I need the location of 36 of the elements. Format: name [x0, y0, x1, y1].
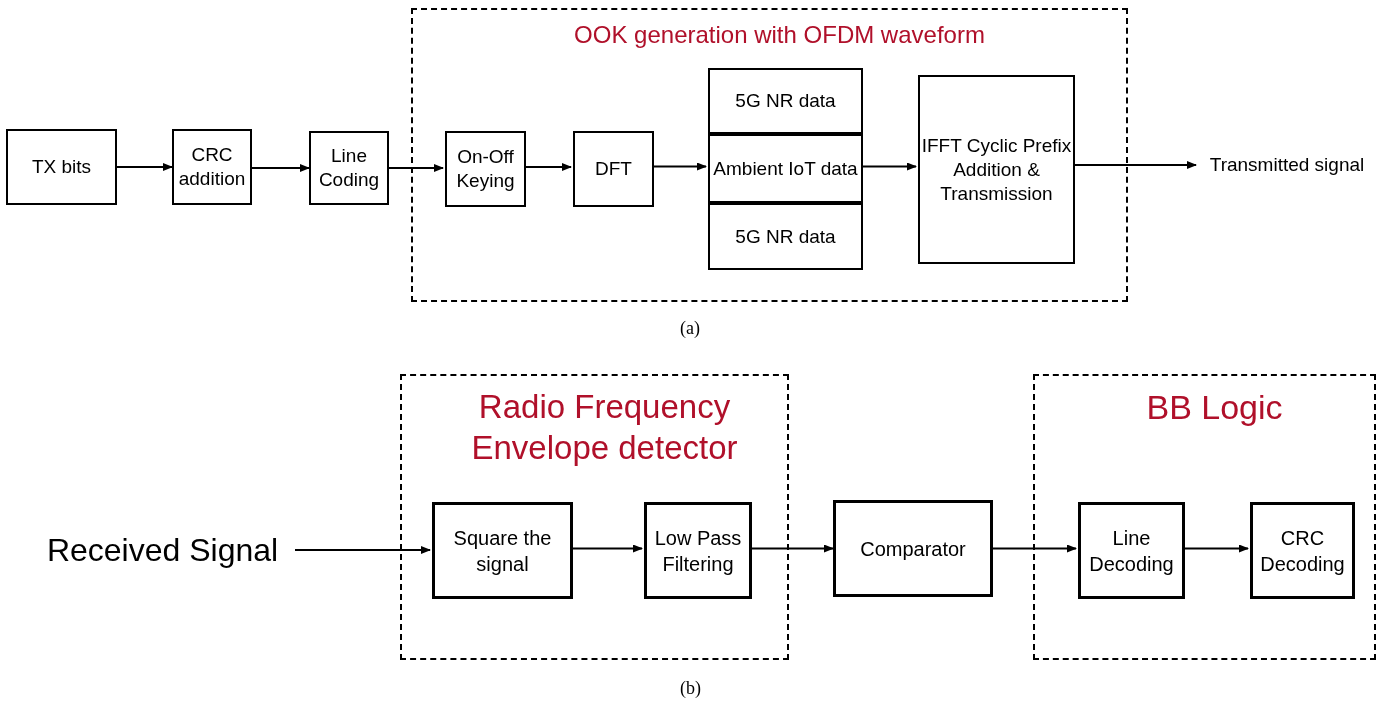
arrow [749, 544, 834, 553]
arrow [992, 544, 1077, 553]
dashed-group-frame [411, 8, 1128, 302]
dashed-group-frame [400, 374, 789, 660]
arrow [1182, 544, 1249, 553]
process-box: Comparator [833, 500, 993, 597]
arrow [523, 163, 572, 171]
subfigure-caption: (b) [680, 678, 701, 699]
group-heading: BB Logic [1145, 387, 1284, 428]
arrow [1072, 161, 1197, 169]
arrow [570, 544, 643, 553]
arrow [116, 163, 173, 171]
process-box: Ambient IoT data [708, 134, 863, 203]
process-box: DFT [573, 131, 654, 207]
process-box: 5G NR data [708, 203, 863, 270]
group-heading: Radio Frequency Envelope detector [470, 387, 739, 469]
subfigure-caption: (a) [680, 318, 700, 339]
dashed-group-frame [1033, 374, 1376, 660]
process-box: Square the signal [432, 502, 573, 599]
process-box: Line Coding [309, 131, 389, 205]
group-heading: OOK generation with OFDM waveform [573, 20, 986, 50]
signal-label: Received Signal [30, 528, 295, 572]
arrow [388, 164, 444, 172]
process-box: Low Pass Filtering [644, 502, 752, 599]
process-box: IFFT Cyclic Prefix Addition & Transmission [918, 75, 1075, 264]
arrow [251, 164, 310, 172]
process-box: TX bits [6, 129, 117, 205]
signal-label: Transmitted signal [1196, 152, 1378, 178]
process-box: Line Decoding [1078, 502, 1185, 599]
process-box: CRC addition [172, 129, 252, 205]
arrow [294, 546, 431, 554]
arrow [651, 162, 707, 171]
process-box: On-Off Keying [445, 131, 526, 207]
process-box: 5G NR data [708, 68, 863, 134]
arrow [860, 162, 917, 171]
process-box: CRC Decoding [1250, 502, 1355, 599]
